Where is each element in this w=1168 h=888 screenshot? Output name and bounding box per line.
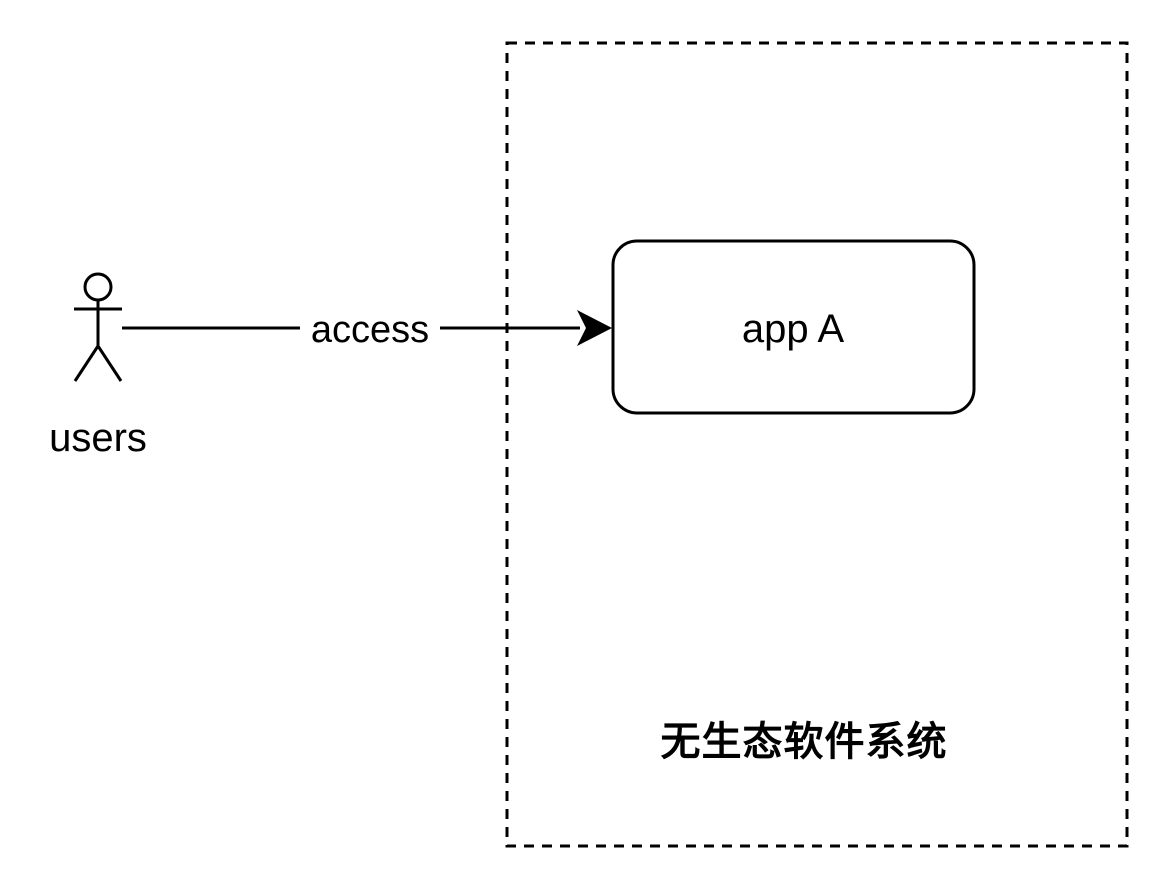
system-boundary-label: 无生态软件系统 (660, 719, 948, 765)
actor-label: users (49, 416, 147, 460)
access-edge[interactable] (122, 310, 612, 346)
app-a-node[interactable] (611, 239, 976, 415)
stick-figure-actor-icon[interactable] (73, 272, 123, 382)
edge-label: access (308, 309, 432, 351)
system-boundary[interactable] (505, 41, 1129, 848)
app-node-label: app A (741, 307, 845, 351)
arrowhead-icon (577, 310, 612, 346)
